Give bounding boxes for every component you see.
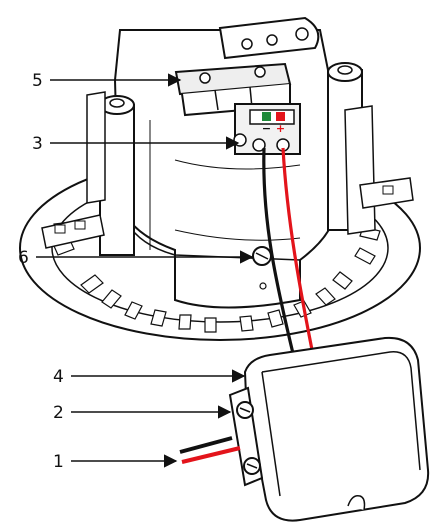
callout-number-1: 1 (53, 452, 64, 472)
callout-number-4: 4 (53, 367, 64, 387)
input-red-wire (181, 446, 241, 464)
input-cable (179, 436, 241, 464)
callout-number-6: 6 (18, 248, 29, 268)
junction-box (243, 336, 430, 522)
callout-4: 4 (53, 367, 246, 387)
plate-screw-icon (266, 34, 278, 46)
bracket-screw-icon (254, 66, 266, 78)
positive-terminal-marker (276, 112, 285, 121)
grille-slots (53, 221, 381, 333)
negative-terminal-marker (262, 112, 271, 121)
plate-hole-icon (295, 27, 309, 41)
terminal-block: − + (233, 103, 301, 155)
callout-number-3: 3 (32, 134, 43, 154)
callout-number-5: 5 (32, 71, 43, 91)
black-wire (262, 147, 299, 371)
top-screw-plate (218, 16, 320, 60)
bracket-screw-icon (199, 72, 211, 84)
plate-screw-icon (241, 38, 253, 50)
callout-5: 5 (32, 71, 182, 91)
red-wire (281, 147, 317, 366)
left-mounting-clamp (41, 91, 135, 256)
input-black-wire (179, 436, 233, 454)
positive-terminal-label: + (276, 122, 285, 135)
callout-3: 3 (32, 134, 240, 154)
cable-clamp (228, 386, 264, 487)
callout-2: 2 (53, 403, 232, 423)
callout-1: 1 (53, 452, 178, 472)
speaker-wires (262, 147, 317, 371)
callout-6: 6 (18, 248, 254, 268)
negative-terminal-label: − (262, 122, 271, 135)
right-mounting-clamp (327, 62, 414, 235)
callout-number-2: 2 (53, 403, 64, 423)
